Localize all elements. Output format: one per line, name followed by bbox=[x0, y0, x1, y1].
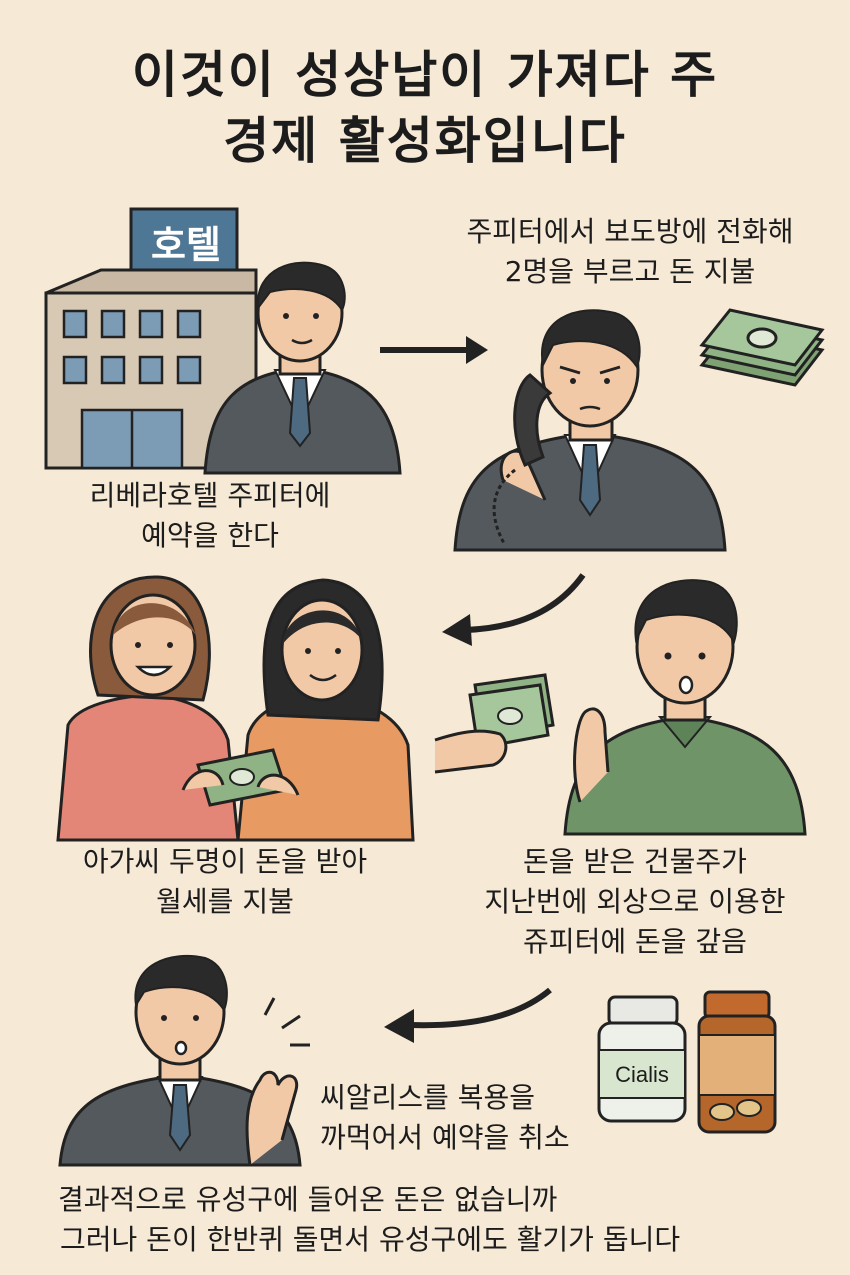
panel5-caption-line2: 까먹어서 예약을 취소 bbox=[320, 1121, 570, 1154]
pill-bottle-label: Cialis bbox=[615, 1062, 669, 1087]
panel1-caption-line2: 예약을 한다 bbox=[141, 519, 279, 552]
panel3-caption-line1: 아가씨 두명이 돈을 받아 bbox=[82, 845, 368, 878]
bottom-caption-line2: 그러나 돈이 한반퀴 돌면서 유성구에도 활기가 돕니다 bbox=[60, 1223, 681, 1256]
hotel-sign-text: 호텔 bbox=[151, 223, 221, 267]
title-line-2: 경제 활성화입니다 bbox=[223, 112, 627, 170]
title-line-1: 이것이 성상납이 가져다 주 bbox=[131, 46, 719, 104]
panel3-caption: 아가씨 두명이 돈을 받아 월세를 지불 bbox=[40, 842, 410, 922]
panel5-caption-line1: 씨알리스를 복용을 bbox=[320, 1081, 535, 1114]
arrow-right-icon bbox=[380, 336, 488, 364]
women-figure bbox=[56, 575, 415, 842]
panel2-caption-line2: 2명을 부르고 돈 지불 bbox=[504, 255, 756, 288]
curved-arrow-left-icon bbox=[442, 573, 586, 646]
panel4-caption-line2: 지난번에 외상으로 이용한 bbox=[484, 885, 786, 918]
curved-arrow-left-icon-2 bbox=[384, 987, 552, 1043]
panel1-caption-line1: 리베라호텔 주피터에 bbox=[89, 479, 331, 512]
panel4-caption-line3: 쥬피터에 돈을 갚음 bbox=[523, 925, 747, 958]
pill-bottle-brown-icon bbox=[697, 990, 777, 1134]
bottom-caption: 결과적으로 유성구에 들어온 돈은 없습니까 그러나 돈이 한반퀴 돌면서 유성… bbox=[20, 1180, 820, 1260]
landlord-figure bbox=[563, 579, 807, 836]
page-title: 이것이 성상납이 가져다 주 경제 활성화입니다 bbox=[40, 42, 810, 174]
panel5-caption: 씨알리스를 복용을 까먹어서 예약을 취소 bbox=[320, 1078, 610, 1158]
worried-man-figure bbox=[58, 954, 310, 1167]
panel4-caption: 돈을 받은 건물주가 지난번에 외상으로 이용한 쥬피터에 돈을 갚음 bbox=[440, 842, 830, 962]
bottom-caption-line1: 결과적으로 유성구에 들어온 돈은 없습니까 bbox=[58, 1183, 558, 1216]
phone-man-figure bbox=[453, 309, 727, 552]
pill-bottle-white-icon bbox=[597, 995, 687, 1123]
panel1-caption: 리베라호텔 주피터에 예약을 한다 bbox=[30, 476, 390, 556]
businessman-figure bbox=[203, 261, 402, 475]
money-hand-icon bbox=[434, 673, 555, 774]
money-stack-icon bbox=[699, 308, 825, 387]
panel2-caption: 주피터에서 보도방에 전화해 2명을 부르고 돈 지불 bbox=[430, 212, 830, 292]
panel3-caption-line2: 월세를 지불 bbox=[156, 885, 294, 918]
panel2-caption-line1: 주피터에서 보도방에 전화해 bbox=[466, 215, 794, 248]
panel4-caption-line1: 돈을 받은 건물주가 bbox=[523, 845, 747, 878]
